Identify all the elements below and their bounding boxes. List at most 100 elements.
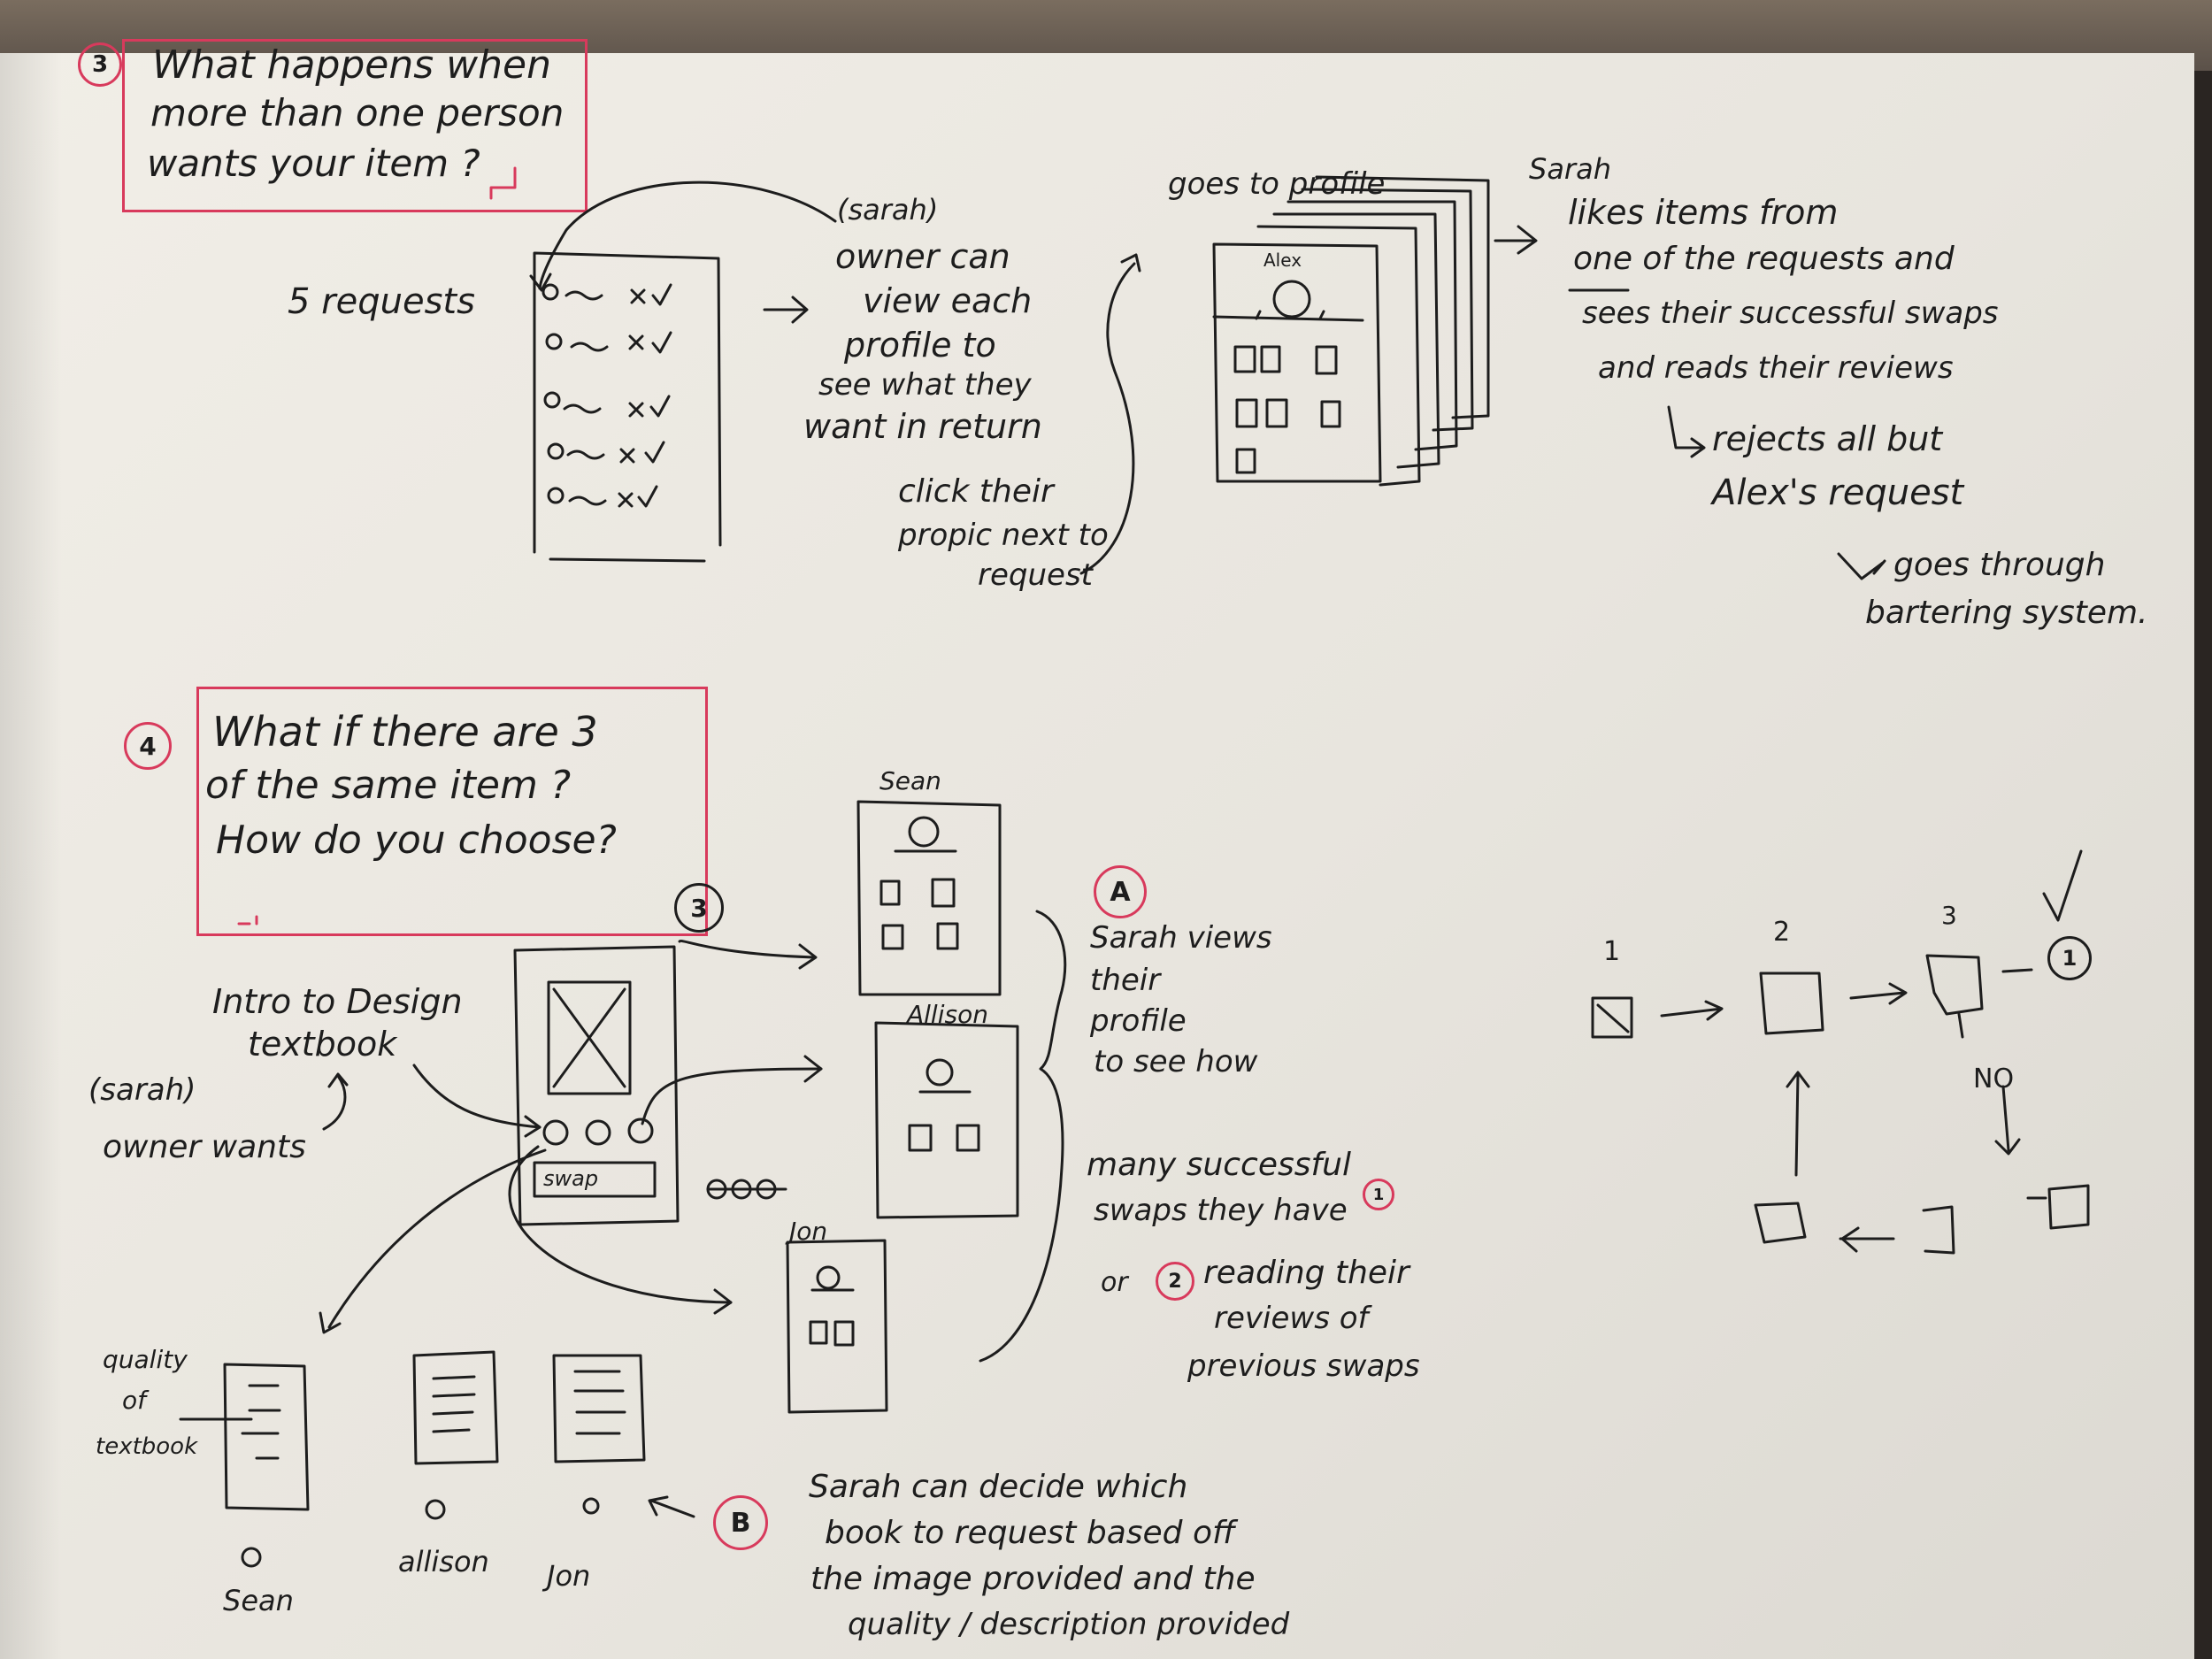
section-3-question-line-3: wants your item ?	[147, 142, 480, 185]
section-4-question-line-3: How do you choose?	[216, 818, 617, 863]
section-3-question-line-2: more than one person	[150, 91, 565, 134]
section-3-question-line-1: What happens when	[152, 42, 551, 88]
section-3-badge: 3	[78, 42, 122, 87]
sarah-note-line-1: Sarah	[1529, 152, 1611, 186]
owner-wants-line-1: (sarah)	[88, 1072, 196, 1108]
bartering-note-line-2: bartering system.	[1865, 595, 2148, 631]
rejects-note-line-1: rejects all but	[1712, 419, 1943, 458]
request-row	[541, 283, 672, 306]
owner-note-line-2: owner can	[835, 237, 1010, 276]
owner-row-allison: allison	[398, 1545, 489, 1578]
section-3-question-box	[122, 39, 588, 212]
arrow-to-sean	[678, 939, 816, 959]
flow-step-1-label: 1	[1603, 936, 1621, 967]
a-note-option-1-badge: 1	[1363, 1179, 1394, 1210]
b-note-line-4: quality / description provided	[848, 1607, 1290, 1642]
sarah-note-line-5: and reads their reviews	[1598, 350, 1954, 386]
sketch-paper	[0, 53, 2194, 1659]
textbook-label-line-1: Intro to Design	[212, 982, 463, 1021]
checkmark	[2042, 849, 2083, 922]
screen-3-badge: 3	[674, 883, 724, 933]
carousel-dots	[706, 1179, 787, 1200]
a-note-option-2-badge: 2	[1156, 1262, 1194, 1301]
question-box-tail	[489, 166, 517, 200]
request-row	[545, 331, 672, 354]
b-note-line-2: book to request based off	[825, 1515, 1235, 1551]
profile-name-alex: Alex	[1263, 250, 1302, 271]
profile-card-sean	[856, 800, 1002, 996]
list-to-note-arrow	[763, 296, 809, 324]
goes-to-profile-label: goes to profile	[1168, 166, 1386, 202]
section-4-badge: 4	[124, 722, 172, 770]
section-4-question-line-1: What if there are 3	[212, 708, 598, 756]
owner-row-jon: Jon	[547, 1559, 591, 1593]
a-note-2-line-1: reading their	[1203, 1255, 1409, 1291]
option-a-badge: A	[1094, 865, 1147, 918]
a-note-line-4: to see how	[1094, 1044, 1258, 1079]
swap-button-label: swap	[543, 1166, 599, 1191]
profile-avatar	[1272, 280, 1311, 319]
owner-wants-up-arrow	[322, 1074, 347, 1131]
request-list-screen	[533, 251, 722, 563]
book-sheet-jon	[552, 1354, 646, 1515]
owner-row-sean: Sean	[223, 1584, 294, 1617]
owner-note-line-6: want in return	[803, 407, 1042, 446]
propic-curve	[1079, 262, 1136, 575]
flow-no-label: NO	[1973, 1064, 2015, 1094]
click-note-line-1: click their	[898, 473, 1054, 510]
flow-branch-1-badge: 1	[2047, 936, 2092, 980]
section-4-question-box	[196, 687, 708, 936]
a-note-line-3: profile	[1090, 1003, 1187, 1039]
textbook-label-line-2: textbook	[248, 1025, 397, 1064]
arrow-to-quality	[327, 1148, 547, 1329]
click-note-line-2: propic next to	[898, 518, 1109, 553]
request-row	[547, 441, 665, 464]
owner-note-line-3: view each	[863, 281, 1033, 320]
flow-step-2-label: 2	[1773, 917, 1791, 948]
rejects-arrow	[1667, 405, 1706, 458]
textbook-listing-screen	[513, 945, 680, 1226]
rejects-note-line-2: Alex's request	[1712, 472, 1964, 513]
requests-count-label: 5 requests	[288, 281, 475, 322]
sarah-note-line-2: likes items from	[1568, 193, 1839, 232]
owner-note-arrow	[538, 180, 837, 290]
section-4-question-line-2: of the same item ?	[205, 763, 572, 808]
a-note-line-5: many successful	[1087, 1147, 1352, 1183]
arrow-to-jon	[508, 1145, 733, 1304]
quality-label-line-2: of	[122, 1386, 146, 1415]
arrow-to-allison	[641, 1067, 823, 1125]
option-b-badge: B	[713, 1495, 768, 1550]
book-sheet-allison	[412, 1350, 499, 1520]
stack-to-sarah-arrow	[1494, 225, 1538, 255]
paper-edge-shadow	[0, 53, 62, 1659]
flow-step-3-label: 3	[1941, 901, 1957, 930]
profile-card-allison	[874, 1021, 1019, 1219]
person-sean-label: Sean	[879, 766, 941, 795]
profile-card-divider	[1212, 315, 1364, 322]
or-label: or	[1101, 1267, 1128, 1298]
request-row	[547, 485, 658, 508]
a-note-line-1: Sarah views	[1090, 920, 1272, 956]
bartering-note-line-1: goes through	[1893, 547, 2106, 583]
profile-card-jon	[786, 1239, 888, 1414]
profile-card-stack	[1212, 175, 1490, 487]
quality-label-line-3: textbook	[96, 1433, 198, 1460]
option-a-brace	[979, 910, 1067, 1363]
flow-diagram	[1591, 849, 2090, 1255]
book-sheet-sean	[179, 1363, 310, 1568]
owner-wants-line-2: owner wants	[103, 1129, 306, 1165]
a-note-line-6: swaps they have	[1094, 1193, 1348, 1228]
a-note-2-line-3: previous swaps	[1187, 1348, 1420, 1384]
b-note-line-1: Sarah can decide which	[809, 1469, 1188, 1505]
owner-note-line-5: see what they	[818, 367, 1032, 403]
click-note-line-3: request	[978, 557, 1093, 593]
b-note-line-3: the image provided and the	[810, 1561, 1256, 1597]
textbook-label-arrow	[412, 1064, 541, 1129]
bartering-arrow	[1837, 552, 1886, 580]
a-note-line-2: their	[1090, 963, 1161, 998]
request-row	[543, 391, 671, 418]
quality-label-line-1: quality	[103, 1345, 188, 1374]
a-note-2-line-2: reviews of	[1214, 1301, 1369, 1336]
